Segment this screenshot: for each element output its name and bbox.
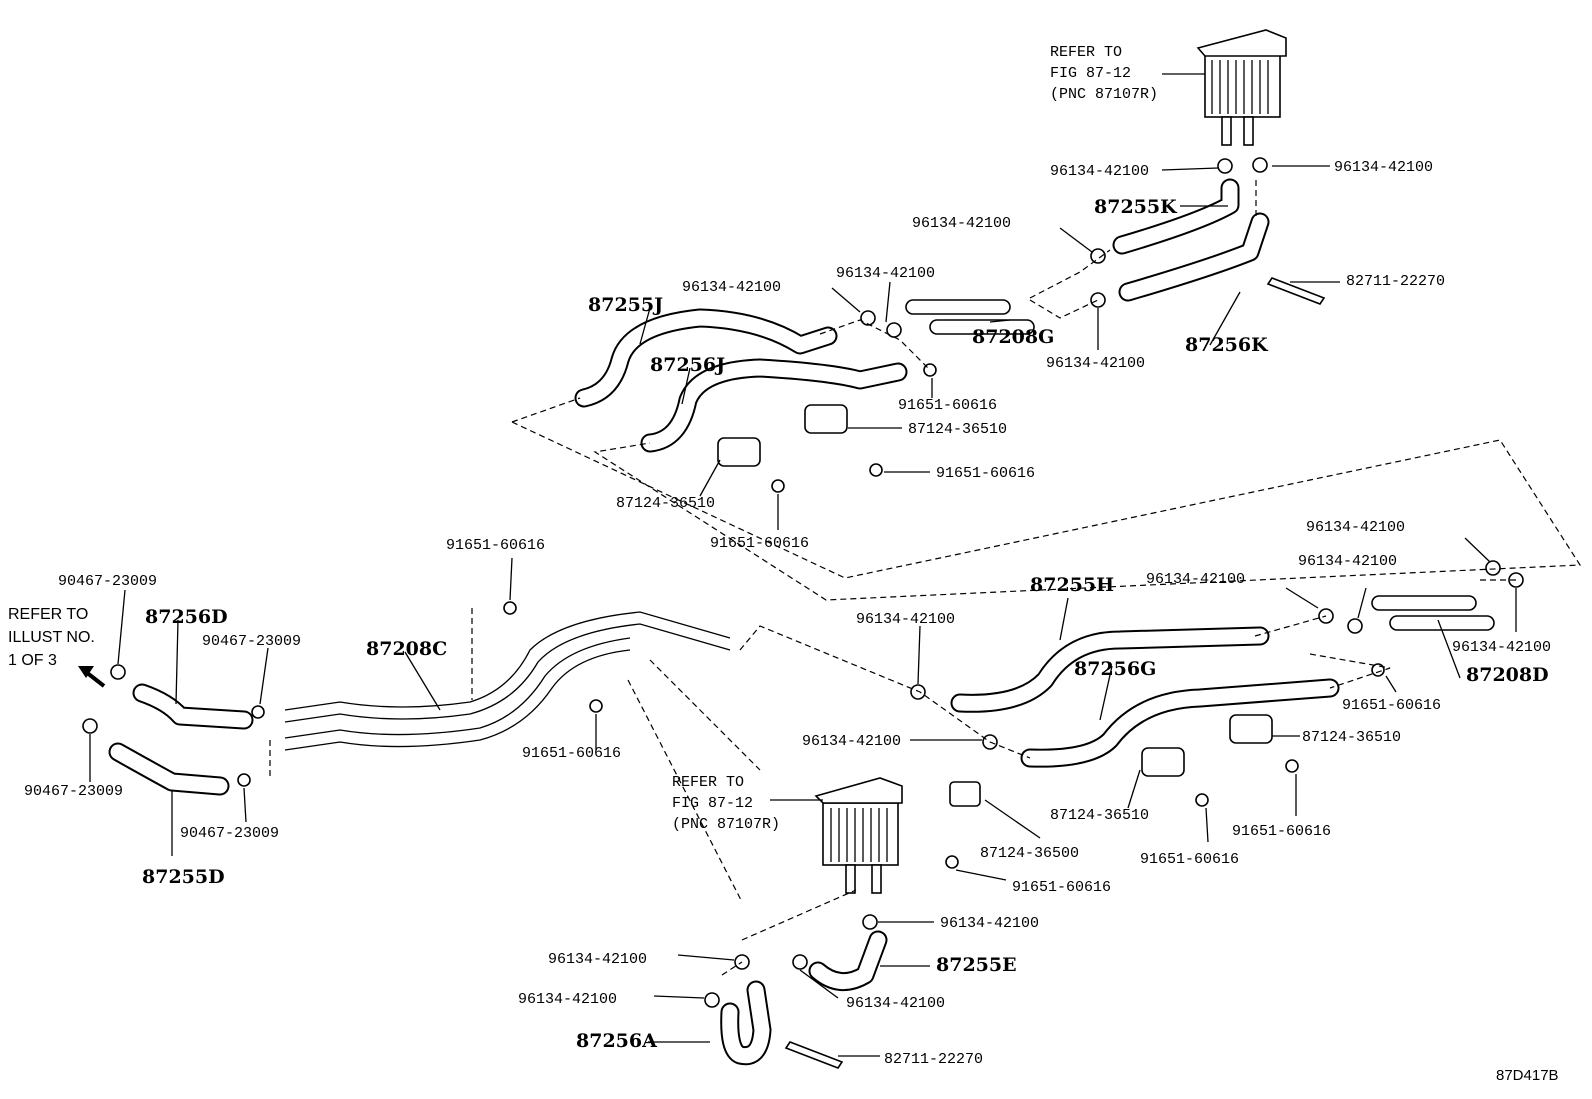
leader-lines: [89, 73, 1517, 1057]
callout-clip: 90467-23009: [58, 573, 158, 590]
callout-bolt: 91651-60616: [1232, 823, 1332, 840]
label-87256J: 87256J: [650, 354, 726, 376]
diagram-code: 87D417B: [1496, 1067, 1559, 1084]
callout-bracket: 87124-36510: [908, 421, 1008, 438]
refer-note-illust: REFER TO ILLUST NO. 1 OF 3: [8, 606, 95, 669]
label-87208G: 87208G: [972, 326, 1055, 348]
callout-band: 82711-22270: [1346, 273, 1446, 290]
band-ties: [784, 277, 1326, 1069]
callout-clamp: 96134-42100: [846, 995, 946, 1012]
label-87208C: 87208C: [366, 638, 448, 660]
callout-clamp: 96134-42100: [1306, 519, 1406, 536]
pipe-87208G: [905, 299, 1035, 335]
callout-clip: 90467-23009: [180, 825, 280, 842]
heater-core-bottom: [814, 777, 903, 894]
callout-bracket: 87124-36510: [616, 495, 716, 512]
pipe-87208D: [1371, 595, 1495, 631]
callout-clamp: 96134-42100: [682, 279, 782, 296]
callout-bracket: 87124-36510: [1302, 729, 1402, 746]
hoses: [108, 178, 1340, 1066]
callout-clamp: 96134-42100: [1046, 355, 1146, 372]
label-87255E: 87255E: [936, 954, 1017, 976]
callout-bolt: 91651-60616: [710, 535, 810, 552]
callout-clamp: 96134-42100: [1452, 639, 1552, 656]
callout-clamp: 96134-42100: [940, 915, 1040, 932]
fasteners: [82, 157, 1524, 1008]
heater-core-top: [1196, 29, 1287, 146]
label-87255K: 87255K: [1094, 196, 1177, 218]
callout-clamp: 96134-42100: [1298, 553, 1398, 570]
callout-clamp: 96134-42100: [912, 215, 1012, 232]
callout-bolt: 91651-60616: [1140, 851, 1240, 868]
label-87255J: 87255J: [588, 294, 664, 316]
refer-note-top: REFER TO FIG 87-12 (PNC 87107R): [1050, 44, 1159, 103]
callout-bolt: 91651-60616: [1342, 697, 1442, 714]
refer-note-bottom: REFER TO FIG 87-12 (PNC 87107R): [672, 774, 781, 833]
pipe-87208C: [284, 611, 731, 751]
label-87255D: 87255D: [142, 866, 225, 888]
callout-clip: 90467-23009: [202, 633, 302, 650]
callout-clip: 90467-23009: [24, 783, 124, 800]
callout-clamp: 96134-42100: [856, 611, 956, 628]
callout-band: 82711-22270: [884, 1051, 984, 1068]
label-87256K: 87256K: [1185, 334, 1268, 356]
callout-bolt: 91651-60616: [898, 397, 998, 414]
callout-clamp: 96134-42100: [802, 733, 902, 750]
callout-bolt: 91651-60616: [522, 745, 622, 762]
callout-bracket: 87124-36500: [980, 845, 1080, 862]
brackets: [717, 404, 1273, 807]
arrow-icon: [78, 666, 106, 688]
label-87256D: 87256D: [145, 606, 228, 628]
callout-clamp: 96134-42100: [1050, 163, 1150, 180]
callout-clamp: 96134-42100: [518, 991, 618, 1008]
label-87256A: 87256A: [576, 1030, 657, 1052]
callout-bolt: 91651-60616: [936, 465, 1036, 482]
label-87208D: 87208D: [1466, 664, 1549, 686]
callout-bolt: 91651-60616: [446, 537, 546, 554]
callout-bracket: 87124-36510: [1050, 807, 1150, 824]
label-87255H: 87255H: [1030, 574, 1115, 596]
callout-clamp: 96134-42100: [1146, 571, 1246, 588]
callout-clamp: 96134-42100: [836, 265, 936, 282]
callout-clamp: 96134-42100: [1334, 159, 1434, 176]
callout-bolt: 91651-60616: [1012, 879, 1112, 896]
callout-clamp: 96134-42100: [548, 951, 648, 968]
label-87256G: 87256G: [1074, 658, 1157, 680]
dashed-lines: [269, 180, 1582, 976]
